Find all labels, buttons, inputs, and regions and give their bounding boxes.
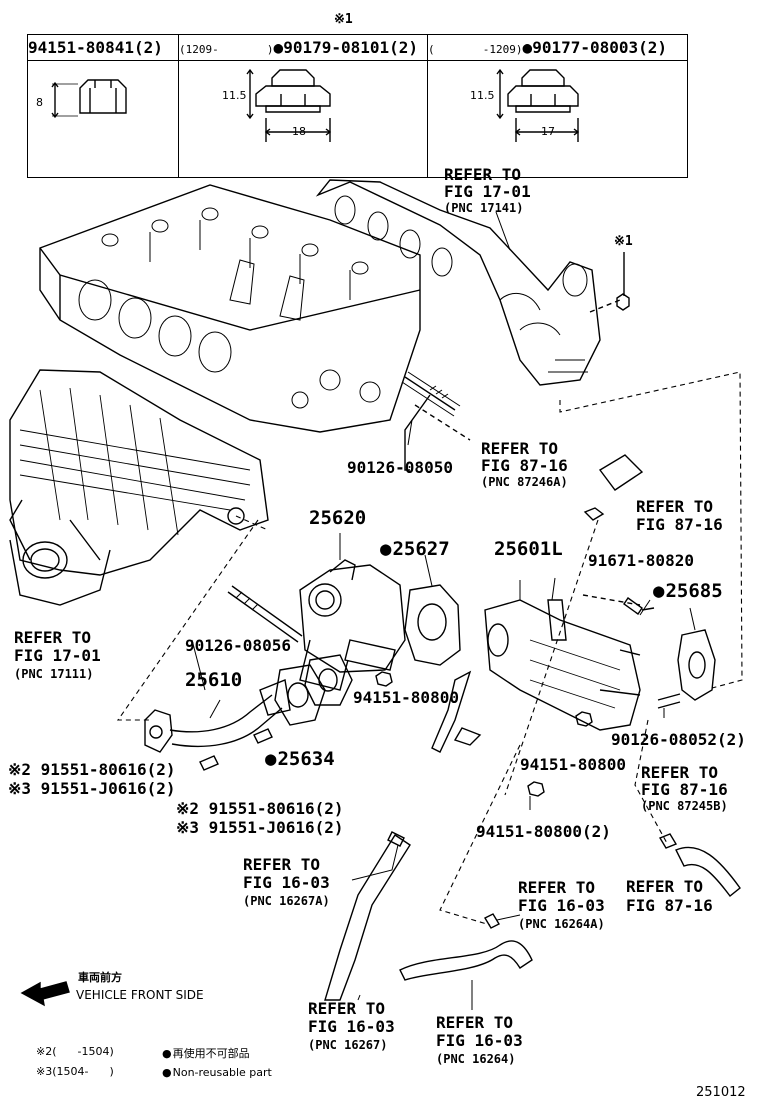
callout-25620: 25620 <box>309 507 367 529</box>
vehicle-front-arrow <box>20 981 70 1007</box>
dim-col1-height: 8 <box>36 96 43 109</box>
callout-25634: 25634 <box>265 750 334 769</box>
legend-note2: ※2( -1504) <box>36 1045 114 1058</box>
nut-94151-80800-a <box>375 671 393 687</box>
figure-code: 251012 <box>696 1085 746 1100</box>
callout-90126-08052: 90126-08052(2) <box>611 730 746 749</box>
spec-col3-part: ( -1209)●90177-08003(2) <box>427 34 688 61</box>
bolt-91671-80820 <box>582 594 655 615</box>
header-note1: ※1 <box>334 12 353 27</box>
legend-front-jp: 車両前方 <box>78 971 122 984</box>
stud-90126-08050 <box>401 371 471 471</box>
hose-upper-left <box>431 670 482 753</box>
egr-valve-25620 <box>299 533 406 691</box>
hose-16267A <box>324 831 411 1001</box>
bolt-91551-left <box>199 755 219 771</box>
callout-25685: 25685 <box>653 582 722 601</box>
dim-col2-width: 18 <box>292 125 306 138</box>
dim-col3-width: 17 <box>541 125 555 138</box>
spec-col1-part: 94151-80841(2) <box>27 34 179 61</box>
dim-col2-height: 11.5 <box>222 89 247 102</box>
hose-87246A <box>583 454 644 521</box>
egr-cooler-25601L <box>484 580 641 731</box>
nut-note1 <box>589 252 630 313</box>
callout-91671-80820: 91671-80820 <box>588 551 694 570</box>
gasket-25685 <box>677 629 716 701</box>
callout-94151-80800-2: 94151-80800(2) <box>476 822 611 841</box>
cylinder-head <box>39 184 421 433</box>
callout-94151-80800-b: 94151-80800 <box>520 755 626 774</box>
hose-16264A <box>399 913 533 981</box>
nut-94151-80800-2 <box>527 781 545 797</box>
nut-94151-80800-b <box>575 711 593 727</box>
legend-nonreuse-jp: 再使用不可部品 <box>162 1048 250 1059</box>
dashed-guides <box>116 371 743 926</box>
intake-manifold <box>9 369 269 606</box>
callout-90126-08056: 90126-08056 <box>185 636 291 655</box>
gasket-25634 <box>259 654 353 726</box>
callout-25627: 25627 <box>380 540 449 559</box>
legend-note3: ※3(1504- ) <box>36 1065 114 1078</box>
nut-spec-table: 94151-80841(2) (1209- )●90179-08101(2) (… <box>27 34 688 178</box>
spec-col2-part: (1209- )●90179-08101(2) <box>178 34 428 61</box>
callout-bolts-left: ※2 91551-80616(2)※3 91551-J0616(2) <box>8 760 176 798</box>
stud-90126-08056 <box>227 585 303 643</box>
callout-94151-80800-a: 94151-80800 <box>353 688 459 707</box>
dim-col3-height: 11.5 <box>470 89 495 102</box>
callout-25601L: 25601L <box>494 538 563 560</box>
callout-bolts-mid: ※2 91551-80616(2)※3 91551-J0616(2) <box>176 799 344 837</box>
callout-90126-08050: 90126-08050 <box>347 458 453 477</box>
callout-note1-nut: ※1 <box>614 234 633 249</box>
legend-front-en: VEHICLE FRONT SIDE <box>76 988 204 1002</box>
exhaust-manifold <box>315 179 601 386</box>
leaders <box>209 211 696 1010</box>
bolt-91551-mid <box>253 728 273 744</box>
egr-pipe-25610 <box>144 639 283 753</box>
legend-nonreuse-en: Non-reusable part <box>162 1067 272 1078</box>
stud-90126-08052 <box>657 693 681 709</box>
gasket-25627 <box>404 554 461 666</box>
callout-25610: 25610 <box>185 669 243 691</box>
hose-87245B <box>658 833 741 897</box>
